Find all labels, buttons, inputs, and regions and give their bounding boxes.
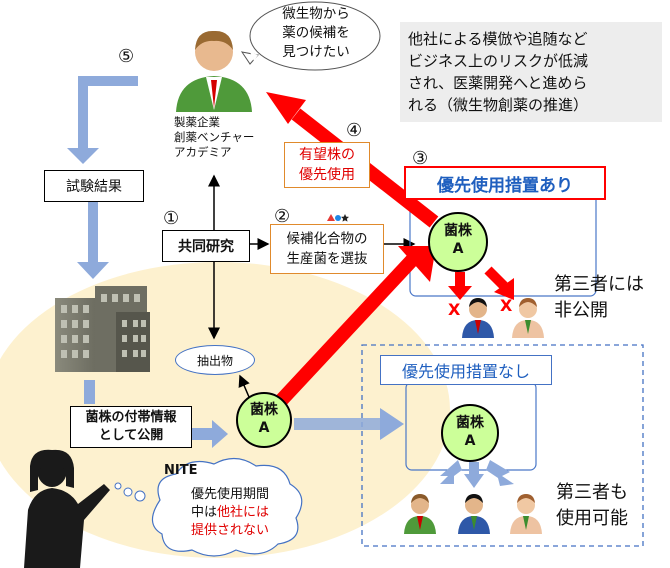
promising-strain-box: 有望株の 優先使用 [284, 142, 370, 188]
strain-a-label-nite: 菌株 A [235, 401, 293, 437]
third-party-person-peach [510, 494, 542, 534]
third-party-line: 第三者には [554, 274, 644, 295]
blue-arrow-to-no-priority [294, 408, 404, 440]
strain-a-circle-nite [236, 392, 292, 448]
promising-line: 有望株の [299, 147, 355, 163]
publish-line: として公開 [98, 428, 164, 443]
third-party-line: 第三者も [556, 482, 628, 503]
strain-a-circle-priority [428, 212, 488, 272]
company-person-icon [176, 30, 252, 112]
step-3-label: ③ [412, 148, 429, 169]
candidate-line: 候補化合物の [286, 231, 368, 247]
blue-arrow-results-down [77, 202, 109, 279]
promising-line: 優先使用 [299, 167, 355, 183]
note-line: 他社による模倣や追随など [408, 30, 588, 48]
publish-line: 菌株の付帯情報 [85, 410, 177, 425]
speech-line: 薬の候補を [282, 25, 350, 41]
step-1-label: ① [163, 208, 180, 229]
test-results-label: 試験結果 [66, 179, 122, 195]
third-party-person-green [404, 494, 436, 534]
note-line: ビジネス上のリスクが低減 [408, 52, 589, 70]
nite-label: NITE [164, 463, 198, 478]
blue-arrow-building-down [84, 380, 95, 404]
priority-no-label: 優先使用措置なし [401, 362, 530, 381]
third-party-open-text: 第三者も 使用可能 [556, 480, 628, 532]
note-line: され、医薬開発へと進めら [408, 74, 588, 92]
blue-arrow-step5 [67, 76, 138, 164]
blocked-x-mark: X [500, 296, 513, 315]
priority-yes-label-box: 優先使用措置あり [404, 166, 606, 200]
note-box-bg [400, 22, 662, 122]
nite-cloud-red-line: 提供されない [190, 523, 269, 538]
nite-cloud-red: 他社には [217, 505, 270, 520]
nite-cloud-bubble [114, 457, 303, 557]
step-5-label: ⑤ [118, 46, 135, 67]
test-results-box: 試験結果 [44, 170, 144, 202]
nite-cloud-black: 中は [190, 505, 217, 520]
step-2-label: ② [274, 206, 291, 227]
extract-oval: 抽出物 [175, 345, 255, 375]
third-party-person-blue-blocked [462, 298, 494, 338]
blocked-x-mark: X [448, 300, 461, 319]
strain-a-label-open: 菌株 A [441, 414, 499, 450]
red-blocked-arrows [448, 266, 514, 300]
priority-yes-label: 優先使用措置あり [437, 175, 573, 196]
strain-line: A [452, 241, 464, 257]
priority-no-label-box: 優先使用措置なし [380, 355, 552, 385]
note-line: れる（微生物創薬の推進） [408, 96, 589, 114]
nite-cloud-line: 優先使用期間 [190, 487, 269, 502]
speech-bubble-text: 微生物から 薬の候補を 見つけたい [276, 5, 356, 62]
nite-person-silhouette [24, 449, 110, 568]
step-4-label: ④ [346, 120, 363, 141]
nite-cloud-text: 優先使用期間 中は他社には 提供されない [168, 486, 292, 540]
third-party-line: 非公開 [554, 300, 608, 321]
company-label: 製薬企業 創薬ベンチャー アカデミア [174, 115, 254, 160]
building-icon [55, 286, 150, 372]
note-box-text: 他社による模倣や追随など ビジネス上のリスクが低減 され、医薬開発へと進めら れ… [408, 28, 588, 116]
strain-line: 菌株 [456, 415, 484, 431]
strain-line: 菌株 [250, 402, 278, 418]
compound-shapes-icon [327, 214, 349, 222]
nite-cloud-line: 中は他社には [168, 504, 292, 522]
strain-line: A [258, 420, 270, 436]
joint-research-box: 共同研究 [162, 230, 250, 262]
speech-line: 微生物から [282, 6, 350, 22]
extract-label: 抽出物 [196, 353, 233, 368]
no-priority-dashed-box [361, 344, 644, 547]
third-party-line: 使用可能 [556, 508, 628, 529]
third-party-person-green-blocked [512, 298, 544, 338]
candidate-selection-box: 候補化合物の 生産菌を選抜 [270, 224, 384, 274]
strain-a-circle-open [441, 404, 499, 462]
speech-bubble [240, 1, 381, 71]
company-line: アカデミア [174, 145, 232, 159]
third-party-closed-text: 第三者には 非公開 [554, 272, 644, 324]
red-arrow-to-priority [270, 246, 436, 411]
publish-info-box: 菌株の付帯情報 として公開 [70, 406, 192, 448]
company-line: 創薬ベンチャー [174, 130, 255, 144]
candidate-line: 生産菌を選抜 [286, 251, 368, 267]
strain-a-label-priority: 菌株 A [429, 222, 487, 258]
joint-research-label: 共同研究 [178, 239, 234, 255]
third-party-person-blue [458, 494, 490, 534]
blue-small-arrows [440, 460, 514, 488]
blue-arrow-publish-right [192, 420, 228, 448]
company-line: 製薬企業 [174, 115, 220, 129]
strain-line: 菌株 [444, 223, 472, 239]
strain-line: A [464, 433, 476, 449]
speech-line: 見つけたい [282, 44, 350, 60]
